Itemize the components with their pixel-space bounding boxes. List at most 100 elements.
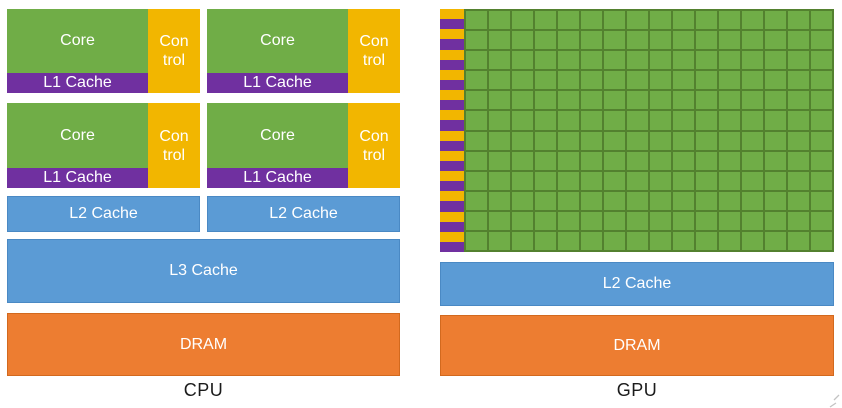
gpu-core-cell [604,111,625,130]
gpu-core-cell [489,191,510,210]
gpu-core-cell [466,51,487,70]
gpu-core-cell [466,151,487,170]
gpu-core-cell [719,11,740,30]
cpu-caption: CPU [183,380,224,400]
gpu-core-cell [742,231,763,250]
gpu-core-cell [696,131,717,150]
gpu-row-control-l1 [440,150,464,171]
gpu-core-cell [604,11,625,30]
gpu-core-cell [673,131,694,150]
gpu-core-cell [765,31,786,50]
gpu-core-cell [512,91,533,110]
gpu-core-cell [765,51,786,70]
gpu-core-cell [673,231,694,250]
gpu-core-cell [489,131,510,150]
gpu-l1-stripe [440,221,464,232]
gpu-core-cell [627,71,648,90]
gpu-core-cell [627,231,648,250]
gpu-core-cell [742,111,763,130]
gpu-core-cell [604,231,625,250]
cpu-control-label: Con trol [359,33,389,69]
cpu-dram-label: DRAM [179,335,228,353]
gpu-core-cell [535,231,556,250]
gpu-core-cell [489,11,510,30]
gpu-core-cell [719,191,740,210]
cpu-l1-cache: L1 Cache [7,168,148,188]
gpu-core-cell [535,71,556,90]
gpu-core-cell [719,231,740,250]
cpu-control-label: Con trol [159,127,189,164]
cpu-core: Core [207,9,348,73]
gpu-dram: DRAM [440,315,834,376]
gpu-core-cell [811,91,832,110]
gpu-core-cell [719,51,740,70]
gpu-core-cell [673,11,694,30]
cpu-l3-label: L3 Cache [169,262,238,279]
gpu-core-cell [466,131,487,150]
cpu-l1-cache: L1 Cache [207,73,348,93]
gpu-control-stripe [440,90,464,101]
gpu-core-cell [811,11,832,30]
gpu-core-cell [696,191,717,210]
gpu-row-control-l1 [440,211,464,232]
gpu-panel: L2 Cache DRAM GPU [440,9,834,408]
gpu-core-cell [765,71,786,90]
gpu-core-cell [765,111,786,130]
gpu-core-cell [535,31,556,50]
gpu-core-cell [466,91,487,110]
gpu-control-stripe [440,110,464,121]
cpu-l3-cache: L3 Cache [7,239,400,303]
cpu-l1-cache: L1 Cache [7,73,148,93]
cpu-core: Core [7,9,148,73]
gpu-row-control-l1 [440,191,464,212]
gpu-l1-stripe [440,140,464,151]
gpu-core-cell [489,211,510,230]
gpu-core-cell [535,211,556,230]
gpu-control-stripe [440,9,464,20]
gpu-core-cell [696,71,717,90]
gpu-core-cell [558,211,579,230]
gpu-core-cell [719,31,740,50]
cpu-core: Core [7,103,148,168]
gpu-core-cell [604,71,625,90]
gpu-core-cell [765,211,786,230]
gpu-core-cell [650,91,671,110]
cpu-core-label: Core [260,32,295,49]
gpu-core-cell [558,151,579,170]
gpu-core-cell [696,31,717,50]
cpu-l1-label: L1 Cache [43,169,112,186]
cpu-l1-label: L1 Cache [43,74,112,91]
gpu-core-cell [765,171,786,190]
gpu-core-cell [650,31,671,50]
gpu-core-cell [719,71,740,90]
gpu-core-cell [765,151,786,170]
gpu-core-cell [604,171,625,190]
gpu-core-cell [512,191,533,210]
cpu-dram: DRAM [7,313,400,376]
gpu-core-cell [466,191,487,210]
gpu-core-cell [512,131,533,150]
gpu-core-cell [696,91,717,110]
cpu-control: Con trol [148,9,200,93]
gpu-core-cell [811,211,832,230]
gpu-core-cell [811,191,832,210]
gpu-control-stripe [440,69,464,80]
gpu-core-cell [788,231,809,250]
gpu-core-cell [581,191,602,210]
gpu-l1-stripe [440,201,464,212]
gpu-core-cell [650,231,671,250]
gpu-core-cell [604,131,625,150]
gpu-core-cell [650,111,671,130]
gpu-core-cell [673,151,694,170]
gpu-control-stripe [440,211,464,222]
gpu-control-stripe [440,171,464,182]
gpu-row-control-l1 [440,130,464,151]
gpu-core-cell [489,111,510,130]
gpu-row-control-l1 [440,69,464,90]
cpu-core-block: Core L1 Cache Con trol [7,103,200,188]
gpu-core-cell [811,231,832,250]
cpu-core-block: Core L1 Cache Con trol [7,9,200,93]
cpu-core: Core [207,103,348,168]
gpu-control-stripe [440,130,464,141]
